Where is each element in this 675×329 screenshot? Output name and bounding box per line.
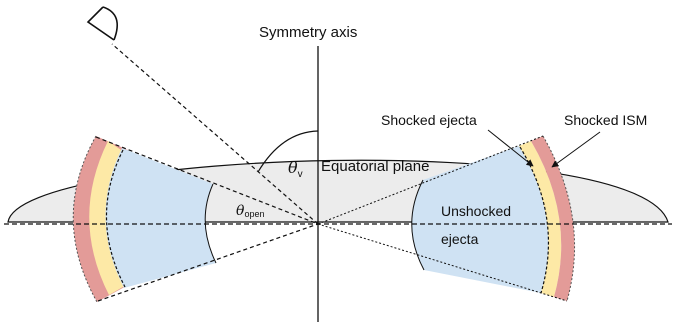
theta-open-label: θopen [236, 203, 264, 219]
unshocked-ejecta-label-line1: Unshocked [441, 203, 511, 219]
shocked-ejecta-arrow [487, 129, 534, 167]
right-shocked-ism-outer-boundary [542, 135, 575, 302]
left-inner-arc [204, 183, 217, 264]
left-shocked-ejecta [89, 141, 128, 295]
right-unshocked-ejecta [411, 146, 549, 293]
line-of-sight [111, 43, 319, 225]
unshocked-ejecta-label-line2: ejecta [441, 231, 479, 247]
jet-edge-upper-right [317, 135, 544, 225]
equatorial-plane-label: Equatorial plane [321, 158, 429, 175]
jet-edge-upper-left [95, 136, 319, 225]
left-unshocked-ejecta [105, 148, 216, 288]
right-shocked-ism [531, 136, 575, 301]
theta-v-label: θv [288, 158, 303, 180]
left-shocked-ism-outer-boundary [72, 135, 98, 303]
shocked-ism-arrow [551, 131, 601, 168]
shocked-ejecta-label: Shocked ejecta [381, 112, 477, 128]
symmetry-axis-label: Symmetry axis [259, 24, 357, 41]
jet-edge-lower-right [317, 223, 568, 302]
viewing-angle-arc [257, 130, 319, 173]
jet-edge-lower-left [97, 223, 319, 302]
right-shocked-ejecta-inner-boundary [519, 146, 549, 294]
left-shocked-ejecta-inner-boundary [105, 149, 126, 288]
right-shocked-ejecta [519, 141, 562, 297]
observer-eye-icon [86, 6, 118, 41]
shocked-ism-label: Shocked ISM [564, 112, 647, 128]
right-inner-arc [411, 179, 425, 271]
